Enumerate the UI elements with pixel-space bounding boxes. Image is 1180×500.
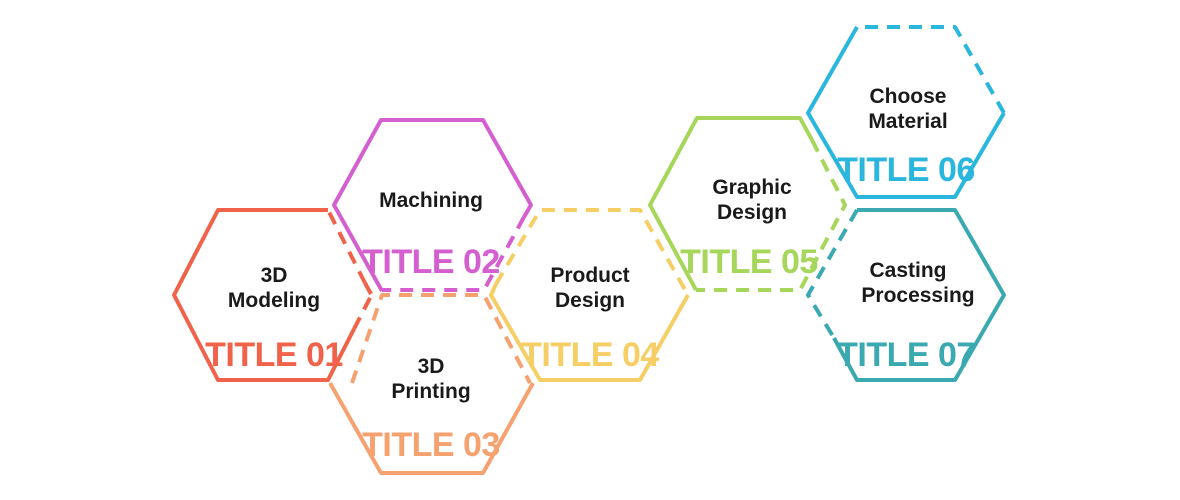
- hexagon-01-label-line-1: 3D: [261, 264, 288, 287]
- hexagon-01-title: TITLE 01: [205, 336, 343, 374]
- hexagon-03-outline: [328, 293, 535, 475]
- hexagon-02-outline: [332, 118, 533, 292]
- hexagon-05-title: TITLE 05: [680, 243, 818, 281]
- hexagon-03-label-line-2: Printing: [391, 380, 470, 403]
- hexagon-05: Graphic Design TITLE 05: [648, 116, 847, 292]
- hexagon-05-outline: [648, 116, 847, 292]
- hexagon-04-outline: [489, 208, 690, 382]
- hexagon-05-label-line-2: Design: [717, 201, 787, 224]
- hexagon-02-title: TITLE 02: [362, 243, 500, 281]
- hexagon-06-label-line-1: Choose: [869, 85, 946, 108]
- hexagon-02-label-line-1: Machining: [379, 189, 483, 212]
- hexagon-07-outline: [806, 208, 1006, 382]
- hexagon-03: 3D Printing TITLE 03: [328, 293, 535, 475]
- hexagon-02: Machining TITLE 02: [332, 118, 533, 292]
- hexagon-04-title: TITLE 04: [521, 336, 659, 374]
- hexagon-03-title: TITLE 03: [362, 426, 500, 464]
- hexagon-04: Product Design TITLE 04: [489, 208, 690, 382]
- hexagon-07-title: TITLE 07: [837, 336, 975, 374]
- hexagon-07: Casting Processing TITLE 07: [806, 208, 1006, 382]
- hexagon-01: 3D Modeling TITLE 01: [172, 208, 373, 382]
- hexagon-06-title: TITLE 06: [837, 151, 975, 189]
- hexagon-06-label-line-2: Material: [868, 110, 947, 133]
- hexagon-04-label-line-1: Product: [550, 264, 629, 287]
- hexagon-05-label-line-1: Graphic: [712, 176, 792, 199]
- hexagon-01-outline: [172, 208, 373, 382]
- hexagon-07-label-line-2: Processing: [861, 284, 974, 307]
- hexagon-01-label-line-2: Modeling: [228, 289, 320, 312]
- hexagon-06: Choose Material TITLE 06: [806, 25, 1006, 199]
- hexagon-03-label-line-1: 3D: [418, 355, 445, 378]
- hexagon-04-label-line-2: Design: [555, 289, 625, 312]
- hexagon-06-outline: [806, 25, 1006, 199]
- hexagon-07-label-line-1: Casting: [869, 259, 946, 282]
